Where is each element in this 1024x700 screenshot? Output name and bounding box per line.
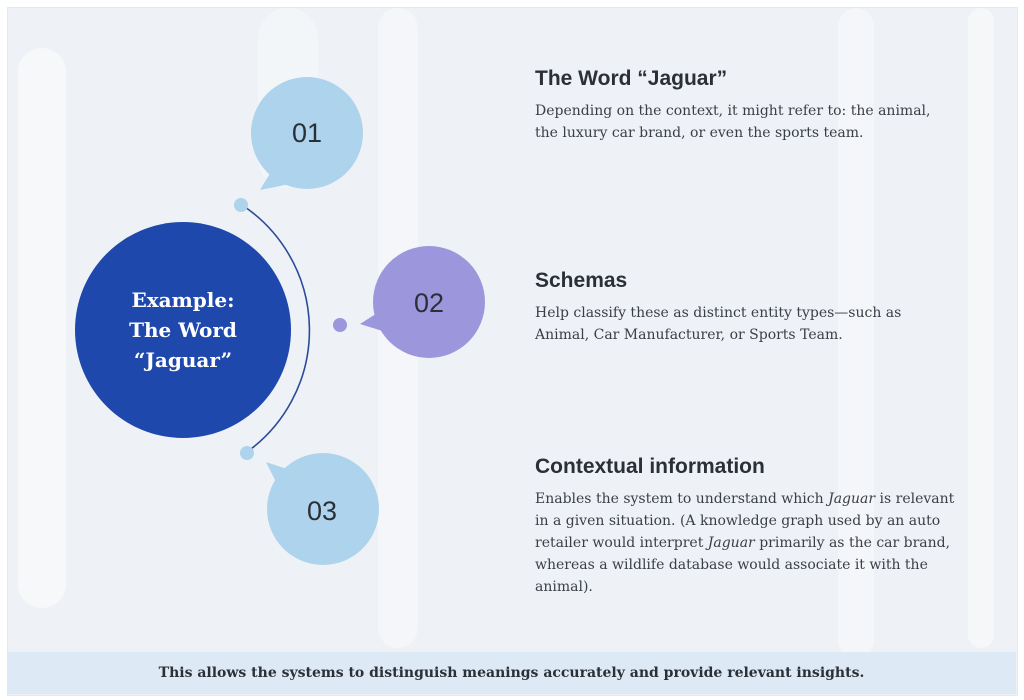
background-streak — [838, 8, 874, 658]
section-03-body-part: is relevant in a given situation. (A kno… — [535, 491, 955, 551]
bubble-01-number: 01 — [291, 118, 323, 148]
bubble-02-circle — [373, 246, 485, 358]
main-circle-label: Example: The Word “Jaguar” — [129, 288, 237, 372]
section-01: The Word “Jaguar” Depending on the conte… — [535, 66, 955, 144]
bubble-03-number: 03 — [306, 496, 338, 526]
background-streak — [968, 8, 994, 648]
section-03-body-part: Enables the system to understand which — [535, 491, 829, 507]
section-03-body-emphasis: Jaguar — [828, 491, 876, 507]
arc-dot-bottom — [240, 446, 254, 460]
section-02-title: Schemas — [535, 269, 628, 292]
section-02-body: Help classify these as distinct entity t… — [535, 305, 902, 343]
bubble-01-circle — [251, 77, 363, 189]
footer-text: This allows the systems to distinguish m… — [158, 665, 865, 681]
connector-arc — [241, 204, 311, 453]
bubble-02 — [360, 246, 485, 358]
bubble-03 — [266, 453, 379, 565]
section-02: Schemas Help classify these as distinct … — [535, 268, 955, 346]
section-01-body: Depending on the context, it might refer… — [535, 103, 931, 141]
bubble-03-tail — [266, 462, 290, 494]
footer-banner: This allows the systems to distinguish m… — [7, 652, 1016, 694]
arc-dot-top — [234, 198, 248, 212]
section-01-title: The Word “Jaguar” — [535, 67, 728, 90]
arc-dot-middle — [333, 318, 347, 332]
section-03-title: Contextual information — [535, 455, 765, 478]
background-streak — [18, 48, 66, 608]
section-03-body-emphasis: Jaguar — [707, 535, 755, 551]
section-03: Contextual information Enables the syste… — [535, 454, 955, 598]
main-circle — [75, 222, 291, 438]
bubble-03-circle — [267, 453, 379, 565]
section-03-body: Enables the system to understand which J… — [535, 488, 955, 598]
bubble-01 — [251, 77, 363, 190]
bubble-02-number: 02 — [413, 288, 445, 318]
section-03-body-part: primarily as the car brand, whereas a wi… — [535, 535, 951, 595]
bubble-02-tail — [360, 310, 392, 334]
bubble-01-tail — [260, 170, 300, 190]
